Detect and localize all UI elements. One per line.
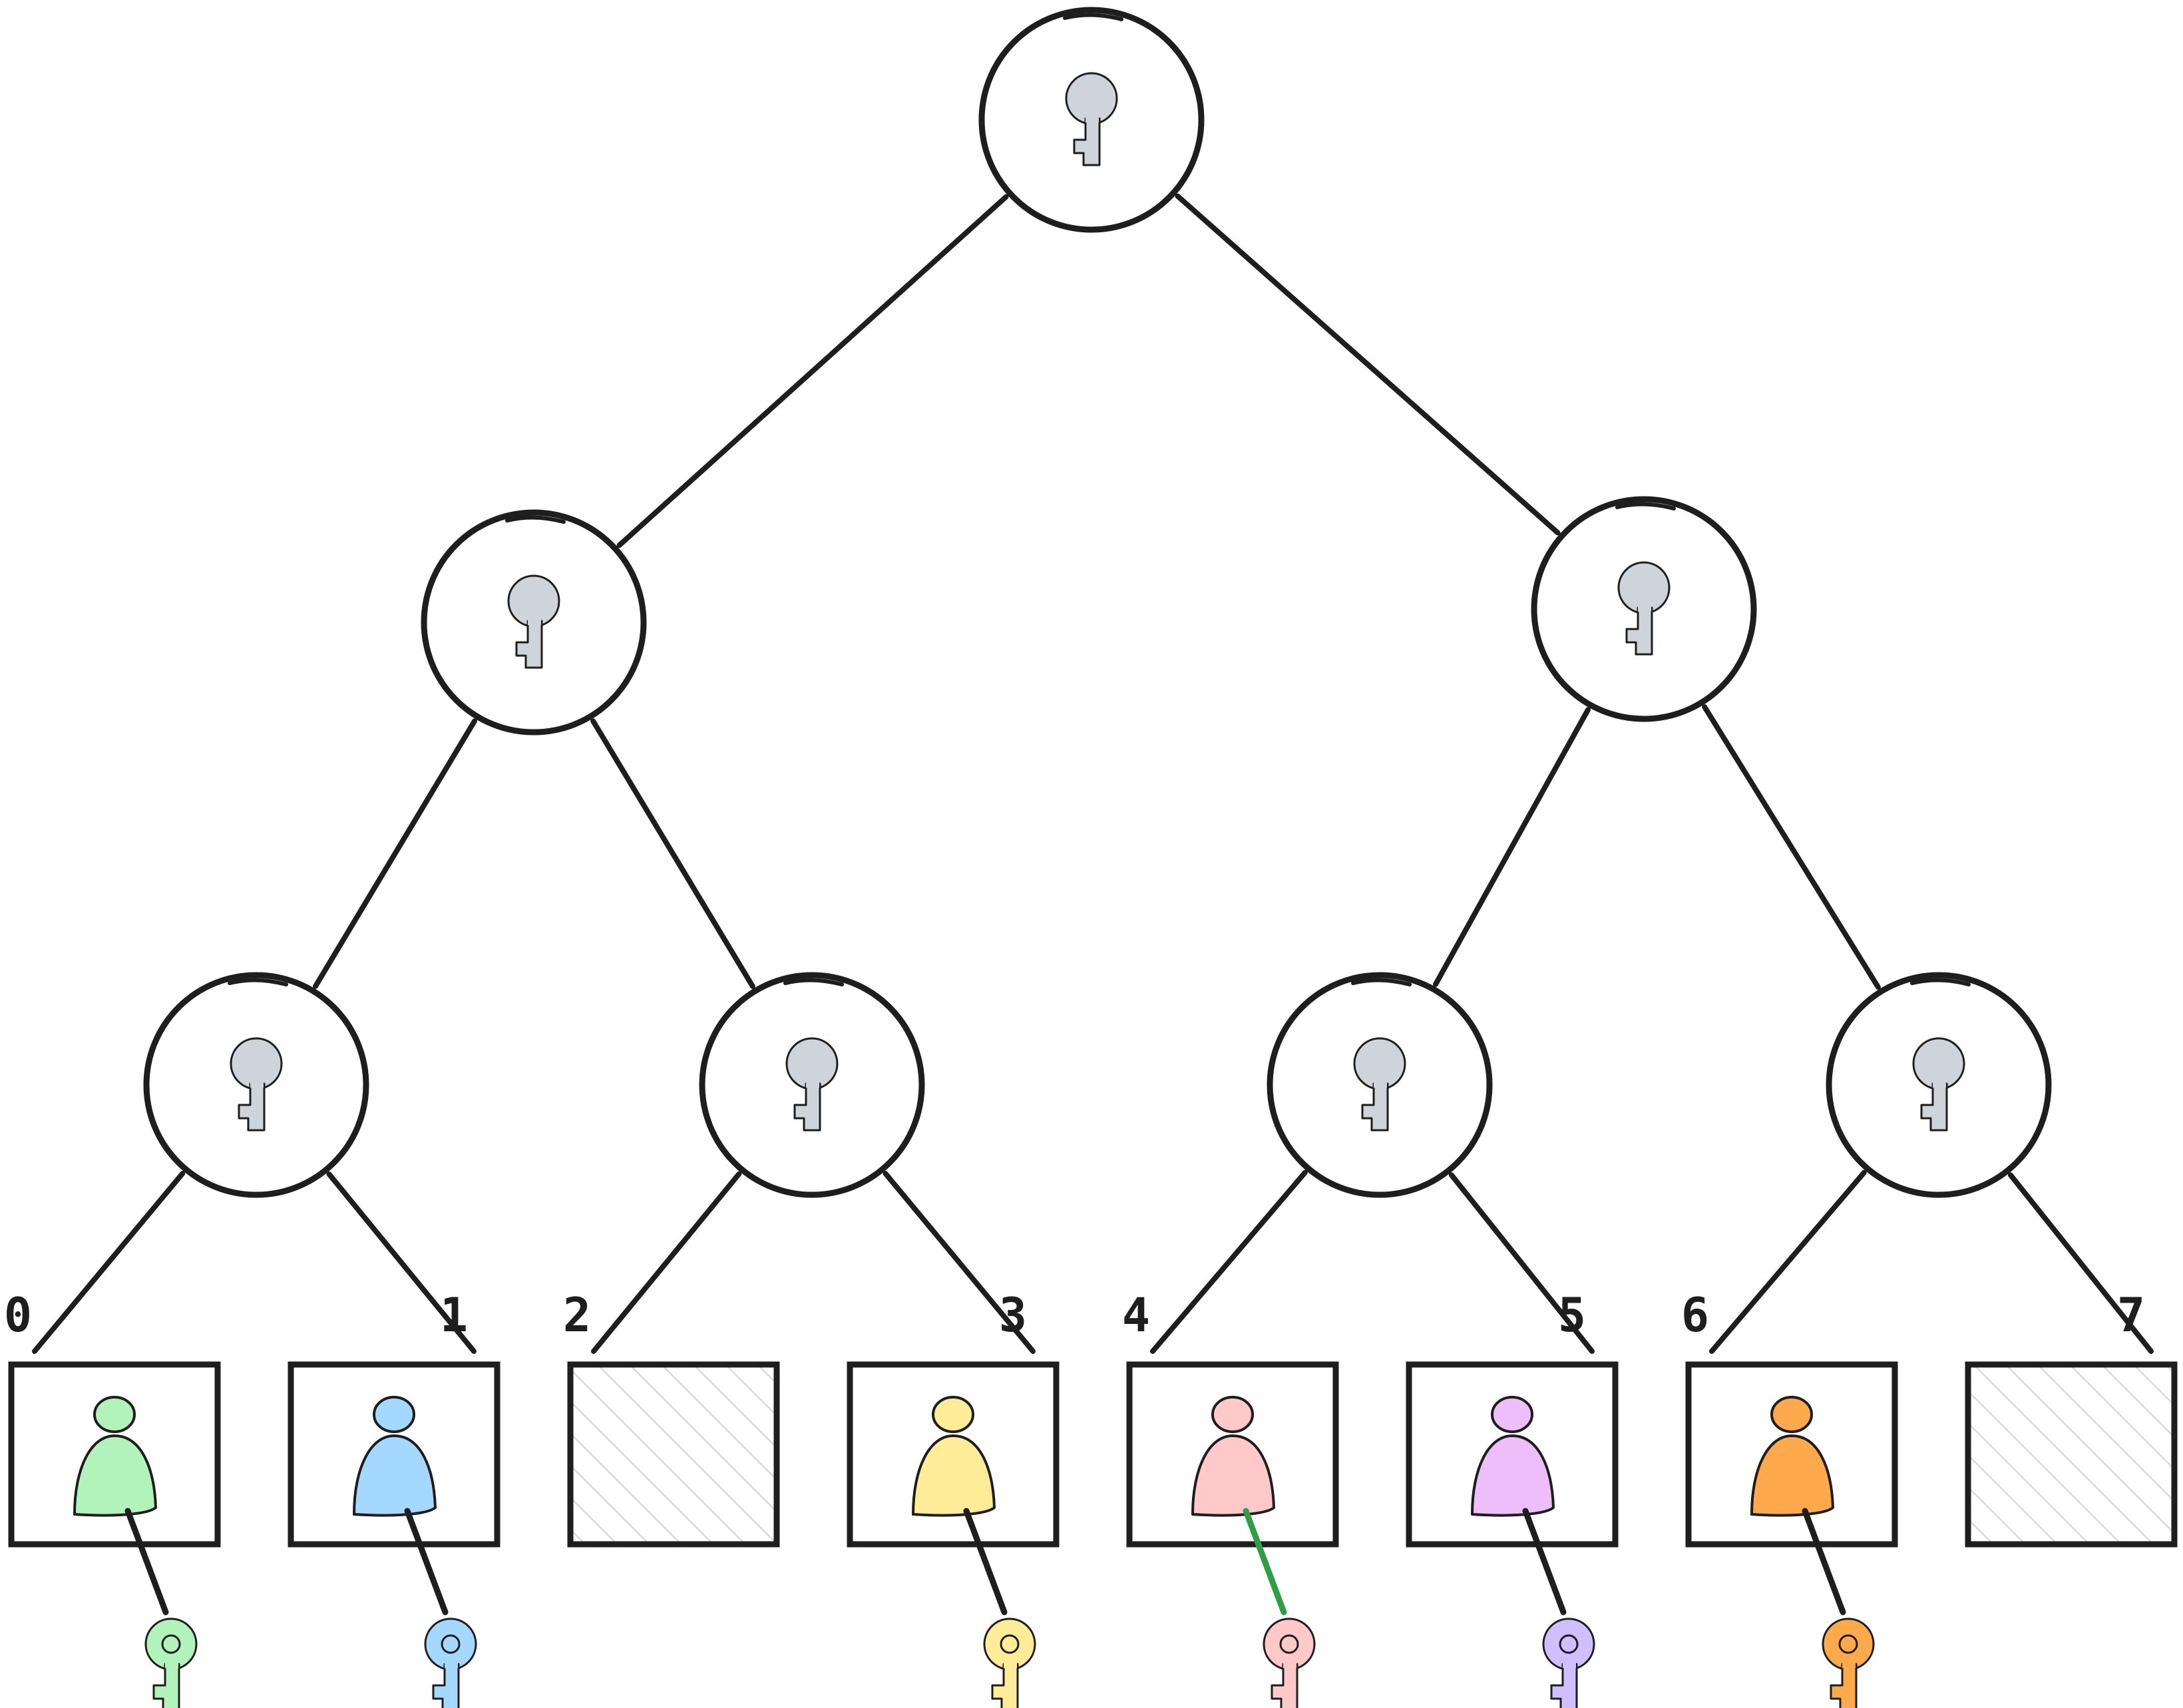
tree-edge (1702, 704, 1881, 990)
leaf-edge (1709, 1170, 1867, 1354)
leaf-2: 2 (563, 1288, 780, 1548)
key-icon (1822, 1617, 1875, 1708)
leaf-index-label: 6 (1681, 1288, 1709, 1343)
member-key-link (1243, 1508, 1287, 1615)
tree-node (1531, 496, 1757, 722)
leaf-index-label: 0 (4, 1288, 32, 1343)
leaf-edge (2007, 1172, 2154, 1354)
tree-edge (313, 718, 477, 989)
leaf-edge (883, 1171, 1036, 1354)
key-icon (1542, 1617, 1595, 1708)
tree-node (978, 7, 1205, 233)
keyhole-icon (1065, 72, 1118, 166)
leaf-1: 1 (288, 1288, 500, 1708)
tree-edge (616, 194, 1009, 548)
tree-node (699, 972, 925, 1198)
tree-leaves: 0 1 2 3 4 5 6 7 (4, 1288, 2178, 1708)
person-icon (912, 1396, 996, 1517)
leaf-index-label: 1 (440, 1288, 468, 1343)
leaf-6: 6 (1681, 1288, 1898, 1708)
leaf-edge (1150, 1170, 1308, 1354)
member-key-link (124, 1508, 169, 1615)
tree-edge (1432, 707, 1591, 987)
member-key-link (963, 1508, 1008, 1615)
tree-edge (1175, 193, 1561, 536)
tree-node (421, 509, 647, 736)
keyhole-icon (1617, 561, 1671, 656)
member-key-link (404, 1508, 449, 1615)
leaf-0: 0 (4, 1288, 221, 1708)
leaf-edge (591, 1171, 742, 1354)
keyhole-icon (507, 574, 560, 669)
leaf-edge (32, 1170, 186, 1354)
keyhole-icon (785, 1037, 839, 1132)
leaf-index-label: 2 (563, 1288, 591, 1343)
keyhole-icon (1353, 1037, 1406, 1132)
leaf-index-label: 5 (1558, 1288, 1586, 1343)
empty-leaf-box (1965, 1361, 2178, 1548)
person-icon (1191, 1396, 1275, 1517)
person-icon (353, 1396, 437, 1517)
key-icon (1263, 1617, 1316, 1708)
member-key-link (1802, 1508, 1846, 1615)
leaf-3: 3 (847, 1288, 1060, 1708)
leaf-edge (1448, 1172, 1595, 1354)
leaf-index-label: 7 (2117, 1288, 2145, 1343)
key-icon (983, 1617, 1036, 1708)
leaf-5: 5 (1406, 1288, 1619, 1708)
key-icon (424, 1617, 477, 1708)
member-key-link (1522, 1508, 1567, 1615)
leaf-7: 7 (1965, 1288, 2178, 1548)
person-icon (1471, 1396, 1555, 1517)
tree-node (143, 972, 369, 1198)
tree-edge (590, 718, 755, 989)
key-icon (144, 1617, 198, 1708)
tree-node (1826, 972, 2052, 1198)
leaf-4: 4 (1122, 1288, 1339, 1708)
leaf-index-label: 3 (999, 1288, 1027, 1343)
person-icon (73, 1396, 157, 1517)
tree-node (1267, 972, 1493, 1198)
empty-leaf-box (567, 1361, 780, 1548)
keyhole-icon (1912, 1037, 1965, 1132)
tree-nodes (143, 7, 2052, 1198)
leaf-index-label: 4 (1122, 1288, 1150, 1343)
leaf-edge (326, 1171, 477, 1354)
tree-edges (32, 193, 2154, 1354)
keyhole-icon (230, 1037, 283, 1132)
